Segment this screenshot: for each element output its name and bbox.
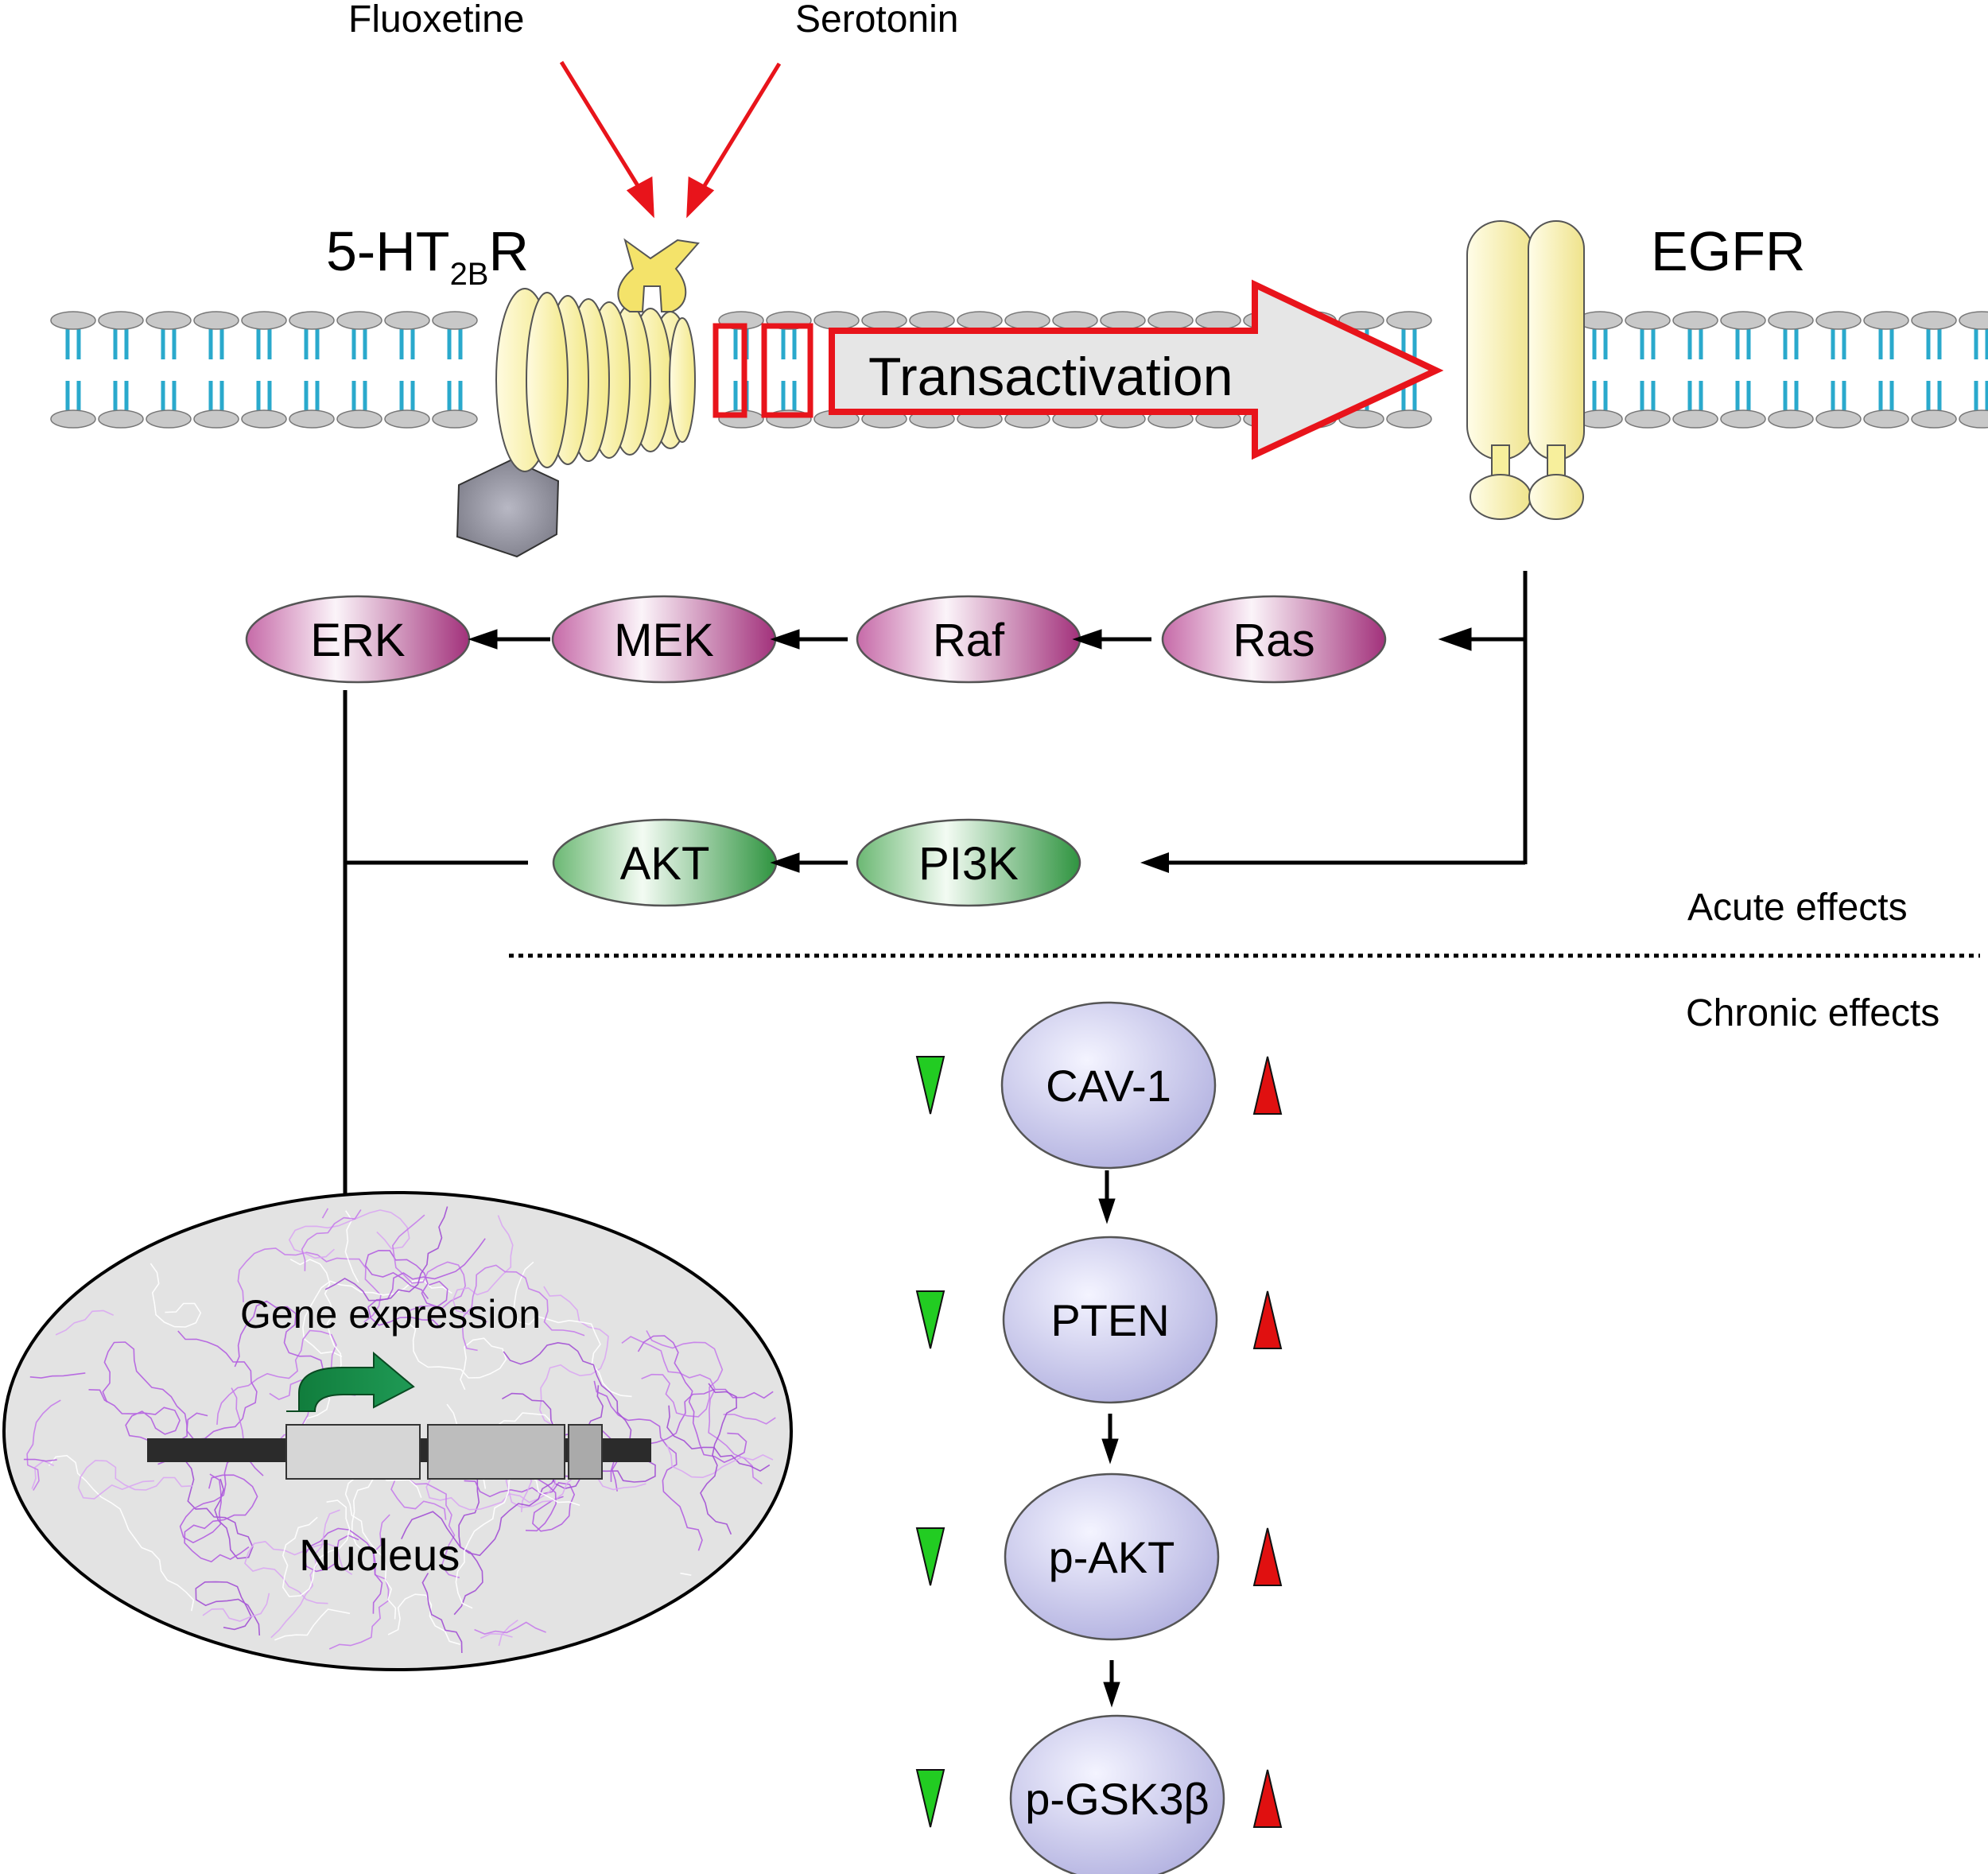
acute-effects-label: Acute effects: [1687, 887, 1908, 929]
node-p-akt: p-AKT: [1004, 1472, 1220, 1641]
lipid-pair: [1720, 311, 1766, 429]
down-regulation-icon: [915, 1769, 945, 1828]
node-raf: Raf: [856, 595, 1081, 684]
lipid-pair: [50, 311, 96, 429]
node-label: MEK: [614, 615, 714, 666]
ligand-binding-site: [617, 238, 700, 312]
egfr-label: EGFR: [1651, 220, 1805, 282]
node-mek: MEK: [551, 595, 777, 684]
lipid-pair: [1911, 311, 1957, 429]
chronic-arrows: [1098, 1170, 1120, 1708]
mapk-arrows: [468, 627, 1525, 651]
down-regulation-icon: [915, 1527, 945, 1586]
lipid-pair: [336, 311, 382, 429]
node-label: Ras: [1233, 615, 1314, 666]
serotonin-label: Serotonin: [795, 0, 958, 41]
pi3k-pathway: AKT PI3K: [552, 818, 1081, 907]
lipid-pair: [98, 311, 144, 429]
node-erk: ERK: [245, 595, 471, 684]
node-pten: PTEN: [1002, 1236, 1218, 1404]
5ht2b-receptor: [456, 238, 700, 558]
node-pi3k: PI3K: [856, 818, 1081, 907]
egfr-branch-lines: [1140, 571, 1528, 873]
gene-exon-1: [285, 1424, 421, 1480]
transactivation-label: Transactivation: [868, 347, 1233, 407]
pi3k-arrows: [770, 852, 848, 873]
node-p-gsk3: p-GSK3β: [1009, 1714, 1225, 1874]
up-regulation-icon: [1252, 1527, 1283, 1586]
node-label: CAV-1: [1046, 1061, 1171, 1111]
up-regulation-icon: [1252, 1769, 1283, 1828]
transcription-arrow: [286, 1351, 415, 1412]
up-regulation-icon: [1252, 1290, 1283, 1349]
lipid-pair: [1672, 311, 1718, 429]
down-regulation-icon: [915, 1290, 945, 1349]
gene-exon-2: [427, 1424, 565, 1480]
nucleus-signal-lines: [335, 690, 528, 1234]
nucleus: Gene expression Nucleus: [2, 1191, 793, 1671]
lipid-pair: [718, 311, 764, 429]
gene-exon-3: [568, 1424, 603, 1480]
lipid-pair: [1386, 311, 1432, 429]
nucleus-label: Nucleus: [299, 1530, 460, 1580]
lipid-pair: [241, 311, 287, 429]
lipid-pair: [1815, 311, 1862, 429]
lipid-pair: [1863, 311, 1909, 429]
node-label: AKT: [620, 838, 710, 890]
g-protein-pentagon: [456, 458, 560, 558]
receptor-label: 5-HT2BR: [326, 220, 529, 292]
lipid-pair: [1625, 311, 1671, 429]
lipid-pair: [1768, 311, 1814, 429]
transactivation-arrow: Transactivation: [712, 279, 1444, 460]
mapk-pathway: ERK MEK Raf Ras: [245, 595, 1387, 684]
node-akt: AKT: [552, 818, 778, 907]
egfr-receptor: [1466, 220, 1585, 520]
lipid-pair: [432, 311, 478, 429]
gene-expression-label: Gene expression: [240, 1292, 541, 1337]
fluoxetine-label: Fluoxetine: [348, 0, 524, 41]
node-label: Raf: [933, 615, 1005, 666]
down-regulation-icon: [915, 1056, 945, 1115]
node-ras: Ras: [1161, 595, 1387, 684]
up-regulation-icon: [1252, 1056, 1283, 1115]
lipid-pair: [1959, 311, 1988, 429]
lipid-pair: [146, 311, 192, 429]
ligand-arrows: [559, 60, 782, 219]
lipid-pair: [289, 311, 335, 429]
node-label: PTEN: [1050, 1295, 1169, 1345]
chronic-effects-label: Chronic effects: [1686, 992, 1939, 1034]
lipid-pair: [766, 311, 812, 429]
node-label: p-AKT: [1049, 1532, 1175, 1582]
node-label: PI3K: [918, 838, 1019, 890]
lipid-pair: [384, 311, 430, 429]
node-cav-1: CAV-1: [1000, 1001, 1217, 1170]
node-label: p-GSK3β: [1025, 1774, 1209, 1824]
node-label: ERK: [310, 615, 406, 666]
lipid-pair: [193, 311, 239, 429]
